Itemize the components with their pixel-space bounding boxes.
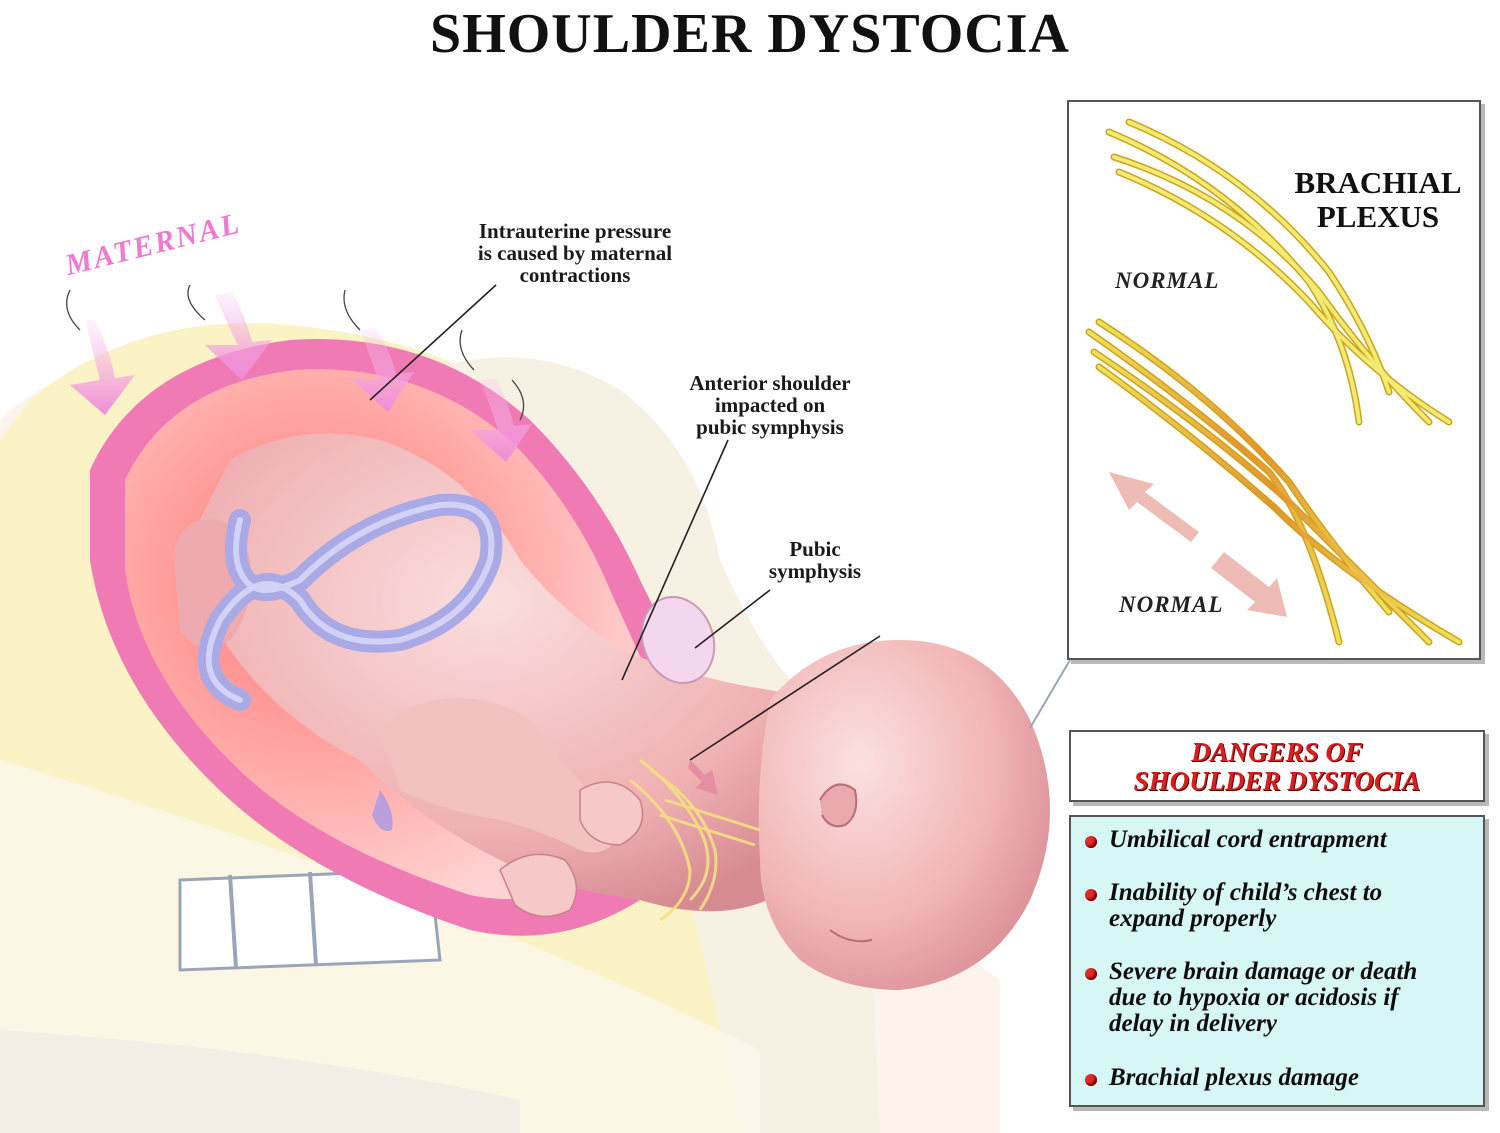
dangers-list: Umbilical cord entrapment Inability of c… [1069,815,1485,1107]
normal-label-bottom: NORMAL [1119,592,1224,617]
bullet-icon [1085,968,1097,980]
nerve-bundle-normal [1105,118,1453,426]
inset-connector [1029,659,1071,729]
intrauterine-pressure-label: Intrauterine pressure is caused by mater… [477,219,673,287]
fetal-head [758,640,1050,990]
stretch-arrows [1109,472,1287,617]
bullet-icon [1085,889,1097,901]
nerve-illustration [1085,118,1463,646]
bullet-icon [1085,836,1097,848]
anterior-shoulder-label: Anterior shoulder impacted on pubic symp… [689,371,851,439]
neck-brachial-plexus [629,758,761,922]
bullet-icon [1085,1074,1097,1086]
pubic-symphysis-bone [640,595,716,685]
pubic-symphysis-label: Pubic symphysis [768,537,862,583]
dangers-heading: DANGERS OF SHOULDER DYSTOCIA [1069,730,1485,802]
page-title: SHOULDER DYSTOCIA [430,3,1070,65]
normal-label-top: NORMAL [1115,268,1220,293]
brachial-plexus-inset: BRACHIAL PLEXUS NORMAL NORMAL [1067,100,1481,660]
stretch-arrow [688,760,718,795]
leader-lines [369,284,881,761]
nerve-bundle-stretched [1085,318,1463,646]
umbilical-cord [197,493,503,711]
contraction-arrows [66,284,532,462]
brachial-plexus-title: BRACHIAL PLEXUS [1294,165,1462,234]
